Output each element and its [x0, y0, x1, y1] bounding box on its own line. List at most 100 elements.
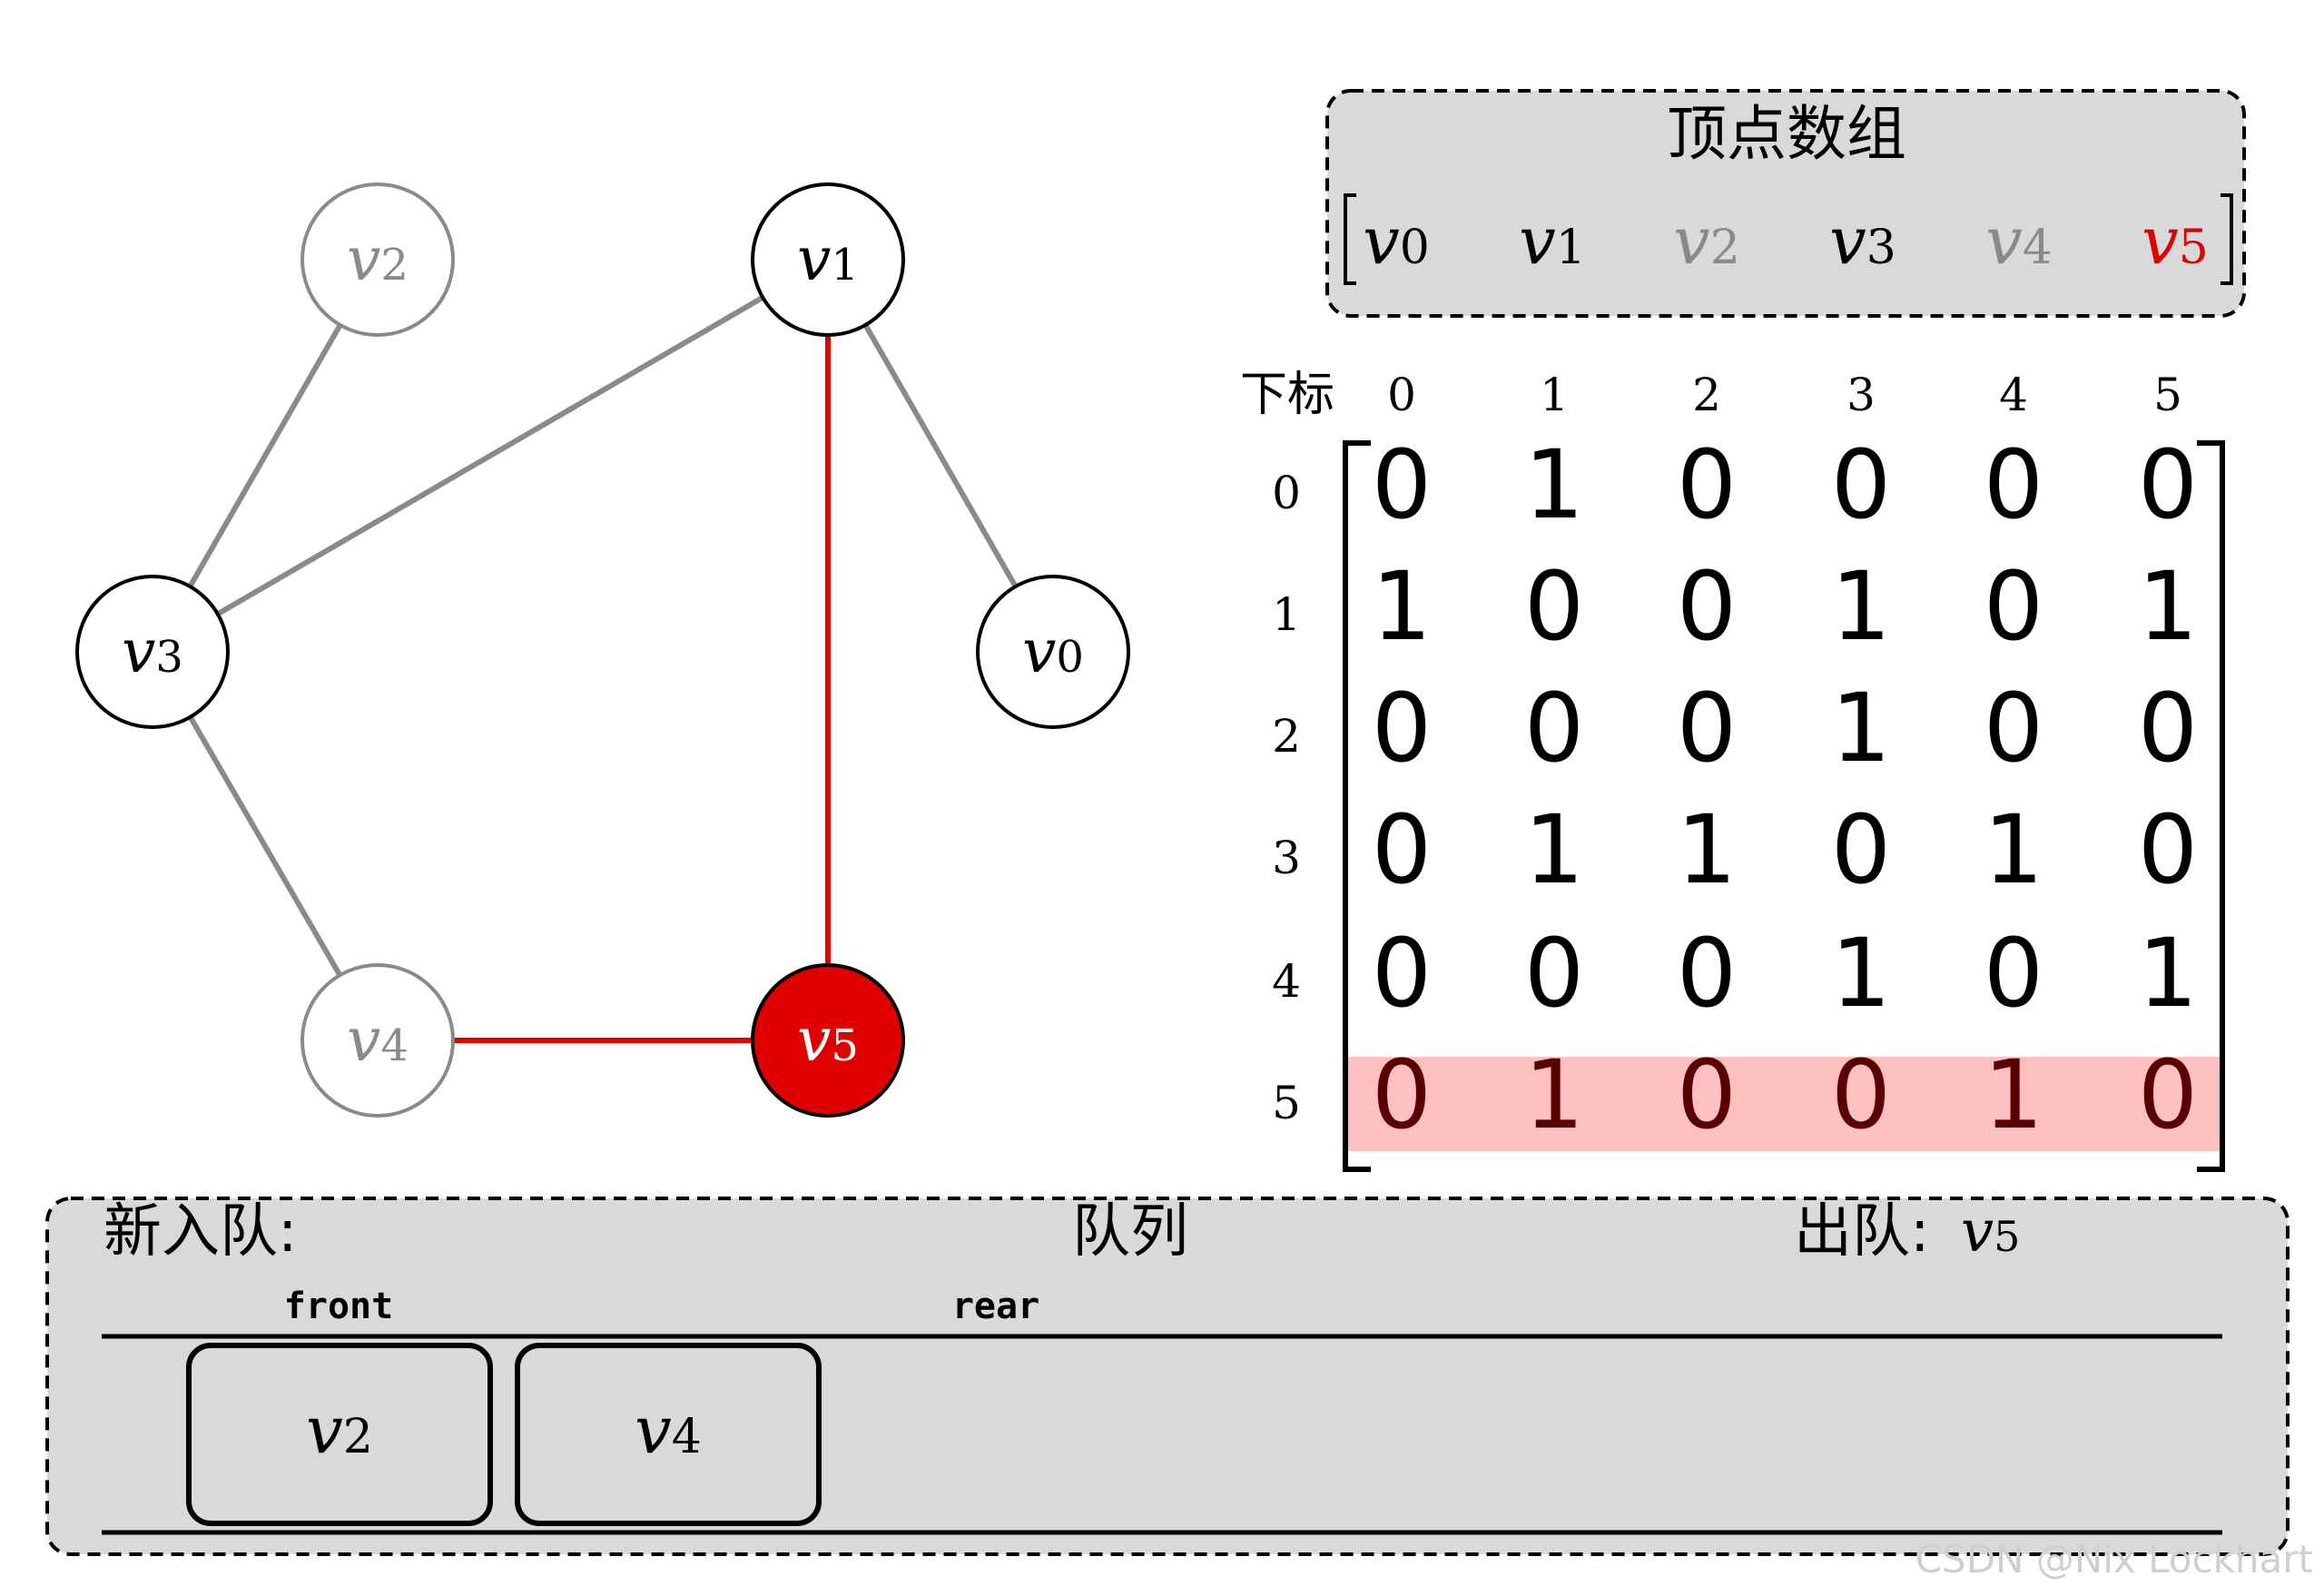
vertex-array-title: 顶点数组 [1667, 99, 1906, 169]
queue-item-label: v2 [306, 1392, 373, 1468]
matrix-col-index: 4 [1999, 369, 2028, 421]
vertex-label: v5 [797, 1005, 859, 1075]
vertex-array-item: v3 [1829, 202, 1896, 279]
matrix-row-index: 5 [1272, 1077, 1301, 1129]
matrix-cell: 0 [1372, 794, 1432, 905]
matrix-cell: 0 [1831, 429, 1891, 540]
vertex-circle [751, 963, 905, 1118]
matrix-cell: 0 [1524, 551, 1584, 662]
matrix-highlight-row [1345, 1057, 2221, 1151]
matrix-cell: 1 [2138, 918, 2198, 1029]
queue-item: v2 [186, 1343, 493, 1526]
queue-items: v2 v4 [186, 1343, 822, 1526]
queue-item: v4 [515, 1343, 822, 1526]
matrix-column-indices: 0 1 2 3 4 5 [1387, 369, 2182, 421]
matrix-row-index: 2 [1272, 710, 1301, 763]
vertex-array-panel [1325, 89, 2246, 318]
vertex-v1: v1 [751, 182, 905, 337]
matrix-row-index: 4 [1272, 955, 1301, 1008]
vertex-label: v0 [1022, 616, 1084, 686]
vertex-array-left-bracket [1344, 193, 1356, 285]
matrix-cell: 0 [1831, 794, 1891, 905]
matrix-cell: 1 [1677, 794, 1737, 905]
queue-panel [45, 1197, 2290, 1556]
queue-item-box [186, 1343, 493, 1526]
vertex-array-item: v4 [1985, 202, 2053, 279]
dequeue-value: v5 [1961, 1198, 2020, 1266]
matrix-col-index: 1 [1540, 369, 1569, 421]
vertex-array-item: v5 [2142, 202, 2209, 279]
matrix-cell: 1 [1524, 794, 1584, 905]
matrix-cell: 1 [1984, 1039, 2043, 1150]
matrix-cell: 0 [1372, 1039, 1432, 1150]
vertex-circle [751, 182, 905, 337]
queue-item-box [515, 1343, 822, 1526]
matrix-cell: 0 [1677, 673, 1737, 783]
matrix-cell: 0 [1831, 1039, 1891, 1150]
vertex-circle [75, 575, 230, 729]
vertex-array-right-bracket [2221, 193, 2233, 285]
vertex-circle [300, 182, 455, 337]
matrix-cell: 1 [1831, 673, 1891, 783]
matrix-row-index: 0 [1272, 467, 1301, 519]
vertex-label: v4 [347, 1005, 409, 1075]
vertex-circle [976, 575, 1130, 729]
matrix-cell: 0 [1677, 918, 1737, 1029]
vertex-v3: v3 [75, 575, 230, 729]
dequeue-label: 出队: [1794, 1198, 1930, 1266]
matrix-col-index: 5 [2153, 369, 2182, 421]
vertex-v5: v5 [751, 963, 905, 1118]
matrix-cell: 0 [1372, 918, 1432, 1029]
rear-label: rear [952, 1286, 1039, 1327]
matrix-cell: 1 [1524, 429, 1584, 540]
matrix-right-bracket [2197, 440, 2225, 1172]
graph-vertices: v0 v1 v2 v3 v4 v5 [75, 182, 1130, 1118]
vertex-label: v1 [797, 224, 859, 294]
queue-title: 队列 [1072, 1198, 1188, 1266]
matrix-cell: 0 [1677, 551, 1737, 662]
matrix-col-index: 0 [1387, 369, 1416, 421]
matrix-cell: 0 [1524, 673, 1584, 783]
matrix-cell: 0 [1524, 918, 1584, 1029]
matrix-cell: 1 [1831, 918, 1891, 1029]
matrix-left-bracket [1343, 440, 1371, 1172]
matrix-row-indices: 0 1 2 3 4 5 [1272, 467, 1301, 1129]
matrix-cell: 0 [2138, 673, 2198, 783]
matrix-cell: 0 [1984, 673, 2043, 783]
graph-edges [150, 257, 1056, 1043]
matrix-cell: 1 [1372, 551, 1432, 662]
enqueue-label: 新入队: [103, 1198, 298, 1266]
vertex-array-item: v0 [1363, 202, 1430, 279]
matrix-cell: 0 [2138, 794, 2198, 905]
matrix-cell: 1 [1984, 794, 2043, 905]
vertex-circle [300, 963, 455, 1118]
matrix-cell: 0 [1984, 918, 2043, 1029]
matrix-cell: 0 [2138, 429, 2198, 540]
matrix-cell: 1 [1524, 1039, 1584, 1150]
matrix-col-index: 3 [1846, 369, 1876, 421]
matrix-cell: 0 [1984, 551, 2043, 662]
matrix-row-index: 3 [1272, 832, 1301, 884]
matrix-col-index: 2 [1692, 369, 1721, 421]
matrix-cell: 1 [1831, 551, 1891, 662]
matrix-cell: 0 [2138, 1039, 2198, 1150]
vertex-v0: v0 [976, 575, 1130, 729]
matrix-row-index: 1 [1272, 588, 1301, 641]
matrix-cell: 0 [1372, 429, 1432, 540]
matrix-cell: 1 [2138, 551, 2198, 662]
matrix-cell: 0 [1372, 673, 1432, 783]
matrix-index-label: 下标 [1240, 368, 1334, 422]
matrix-cell: 0 [1984, 429, 2043, 540]
vertex-array-item: v2 [1673, 202, 1740, 279]
vertex-v2: v2 [300, 182, 455, 337]
vertex-array-items: v0 v1 v2 v3 v4 v5 [1363, 202, 2209, 279]
matrix-cell: 0 [1677, 429, 1737, 540]
vertex-v4: v4 [300, 963, 455, 1118]
queue-item-label: v4 [635, 1392, 702, 1468]
edge-v1-v3 [151, 257, 830, 655]
watermark: CSDN @Nix Lockhart [1915, 1537, 2313, 1581]
matrix-cell: 0 [1677, 1039, 1737, 1150]
vertex-array-item: v1 [1519, 202, 1586, 279]
